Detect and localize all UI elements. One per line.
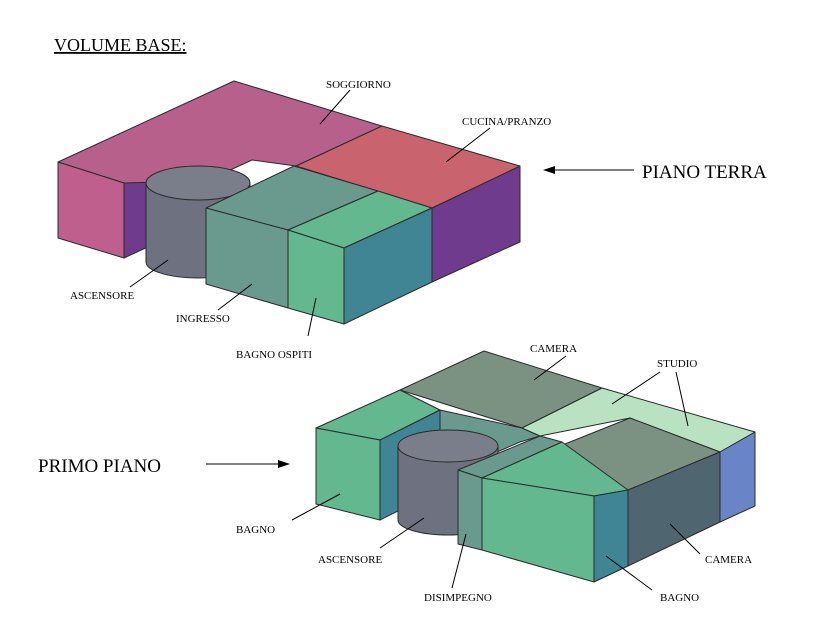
- label-disimpegno: DISIMPEGNO: [424, 592, 492, 604]
- bagno-right-front: [481, 477, 595, 583]
- piano-terra-arrowhead: [543, 166, 555, 174]
- primo-piano-arrowhead: [278, 460, 290, 468]
- primo-piano-label: PRIMO PIANO: [38, 456, 161, 477]
- label-ingresso: INGRESSO: [176, 313, 230, 325]
- label-bagno-right: BAGNO: [660, 592, 699, 604]
- ascensore-cylinder-top-2: [397, 429, 499, 463]
- ground-floor-model: [57, 80, 521, 325]
- label-bagno-left: BAGNO: [236, 524, 275, 536]
- label-ascensore-pp: ASCENSORE: [318, 554, 382, 566]
- bagno-ospiti-right: [343, 207, 433, 325]
- label-camera-top: CAMERA: [530, 343, 577, 355]
- diagram-title: VOLUME BASE:: [54, 35, 187, 55]
- bagno-left-front: [315, 427, 381, 521]
- first-floor-model: [315, 350, 756, 583]
- ascensore-cylinder-top: [145, 165, 251, 201]
- label-ascensore-pt: ASCENSORE: [70, 290, 134, 302]
- soggiorno-top: [57, 80, 383, 184]
- disimpegno-front: [457, 469, 483, 551]
- label-camera-right: CAMERA: [705, 554, 752, 566]
- label-studio: STUDIO: [657, 358, 697, 370]
- label-soggiorno: SOGGIORNO: [326, 79, 391, 91]
- label-bagno-ospiti: BAGNO OSPITI: [236, 349, 312, 361]
- leader-lines: [129, 89, 701, 591]
- bagno-right-side: [593, 489, 629, 583]
- piano-terra-label: PIANO TERRA: [642, 162, 767, 183]
- label-cucina-pranzo: CUCINA/PRANZO: [462, 116, 551, 128]
- soggiorno-front: [57, 161, 125, 259]
